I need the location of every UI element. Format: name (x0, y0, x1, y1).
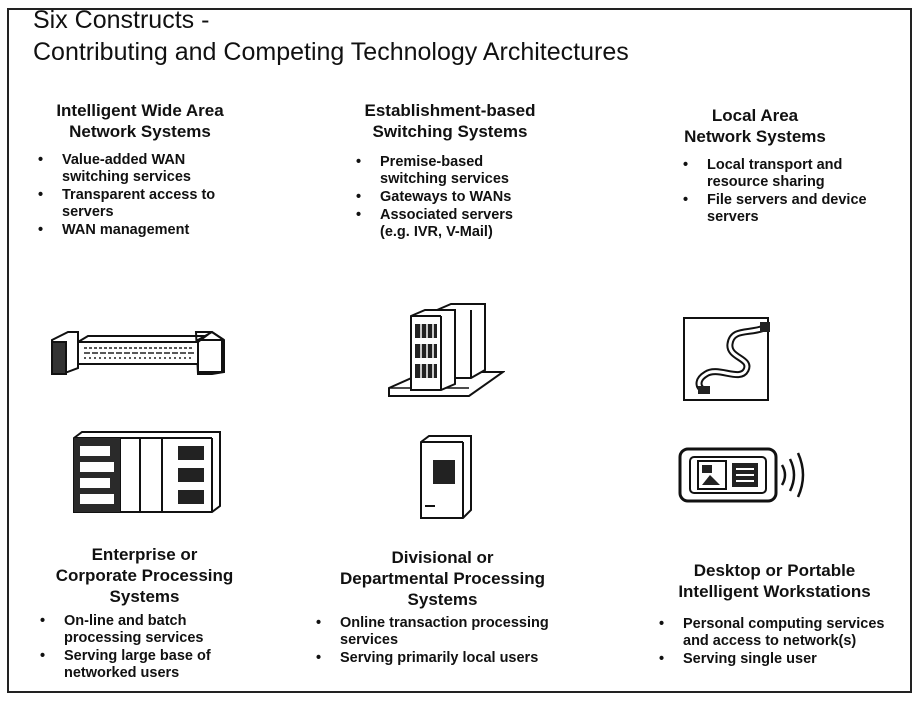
heading-line: Systems (407, 590, 478, 609)
minicomputer-icon (415, 434, 475, 520)
construct-heading-lan: Local Area Network Systems (655, 105, 855, 147)
heading-line: Intelligent Workstations (678, 582, 871, 601)
switch-cabinet-icon (385, 300, 505, 398)
heading-line: Network Systems (69, 122, 211, 141)
construct-heading-enterprise: Enterprise or Corporate Processing Syste… (22, 544, 267, 607)
wan-bridge-icon (48, 328, 228, 378)
slide-title-line-1: Six Constructs - (33, 6, 210, 34)
mainframe-icon (70, 430, 225, 514)
heading-line: Divisional or (391, 548, 494, 567)
heading-line: Establishment-based (364, 101, 536, 120)
heading-line: Departmental Processing (339, 569, 545, 588)
heading-line: Local Area (711, 106, 799, 125)
slide-frame (7, 8, 912, 693)
heading-line: Corporate Processing (55, 566, 234, 585)
portable-workstation-icon (676, 445, 816, 505)
heading-line: Systems (109, 587, 180, 606)
heading-line: Intelligent Wide Area (56, 101, 224, 120)
heading-line: Switching Systems (372, 122, 528, 141)
construct-heading-divisional: Divisional or Departmental Processing Sy… (310, 547, 575, 610)
slide-title-line-2: Contributing and Competing Technology Ar… (33, 38, 629, 66)
construct-heading-desktop: Desktop or Portable Intelligent Workstat… (652, 560, 897, 602)
heading-line: Desktop or Portable (693, 561, 856, 580)
bullet-item: Serving primarily local users (312, 650, 602, 667)
bullet-item: Serving single user (655, 651, 915, 668)
bullet-item: WAN management (34, 222, 274, 239)
lan-cable-icon (680, 314, 776, 404)
heading-line: Network Systems (684, 127, 826, 146)
bullet-item: Gateways to WANs (352, 189, 582, 206)
construct-heading-wan: Intelligent Wide Area Network Systems (35, 100, 245, 142)
heading-line: Enterprise or (91, 545, 198, 564)
bullet-item: Associated servers(e.g. IVR, V-Mail) (352, 207, 582, 241)
construct-heading-establishment: Establishment-based Switching Systems (335, 100, 565, 142)
